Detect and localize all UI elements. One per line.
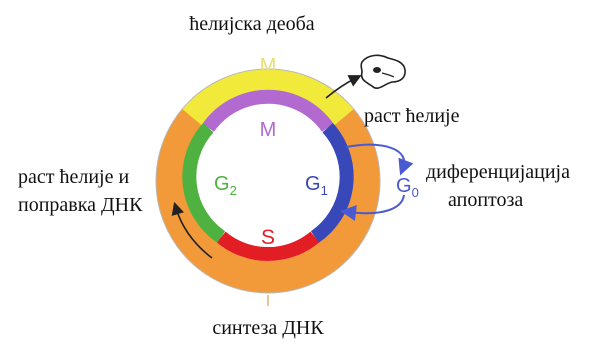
g2-subscript: 2	[230, 183, 237, 198]
cell-division-label: ћелијска деоба	[189, 13, 315, 35]
g2-letter: G	[214, 173, 230, 195]
g0-loop-arrow	[345, 143, 414, 176]
division-output-arrow	[325, 75, 362, 99]
m-phase-segment	[202, 89, 334, 132]
g2-phase-segment	[182, 122, 226, 243]
g0-subscript: 0	[412, 185, 419, 200]
g1-phase-label: G1	[305, 173, 328, 198]
differentiated-cell-icon	[360, 54, 406, 89]
s-phase-segment	[216, 231, 320, 261]
cycle-direction-arrow-icon	[171, 201, 213, 259]
m-phase-label: M	[260, 119, 277, 141]
dna-synthesis-label: синтеза ДНК	[212, 317, 324, 339]
mitosis-letter: M	[260, 55, 277, 77]
g1-letter: G	[305, 173, 321, 195]
interphase-letter: I	[266, 293, 270, 310]
g1-phase-segment	[310, 122, 354, 243]
cell-growth-label: раст ћелије	[364, 105, 460, 127]
outer-ring-edge	[155, 68, 381, 294]
growth-repair-line-2: поправка ДНК	[18, 194, 143, 216]
mitosis-ring-segment	[182, 69, 354, 130]
differentiation-label: диференцијација апоптоза	[426, 161, 575, 211]
inner-core	[202, 115, 334, 247]
differentiation-line-2: апоптоза	[448, 189, 523, 211]
g1-subscript: 1	[321, 183, 328, 198]
g0-letter: G	[396, 175, 412, 197]
g0-phase-label: G0	[396, 175, 419, 200]
g2-phase-label: G2	[214, 173, 237, 198]
growth-repair-line-1: раст ћелије и	[18, 166, 129, 188]
g0-return-arrow	[340, 194, 405, 221]
differentiation-line-1: диференцијација	[426, 161, 570, 183]
s-phase-label: S	[261, 226, 275, 249]
growth-repair-label: раст ћелије и поправка ДНК	[18, 166, 143, 216]
